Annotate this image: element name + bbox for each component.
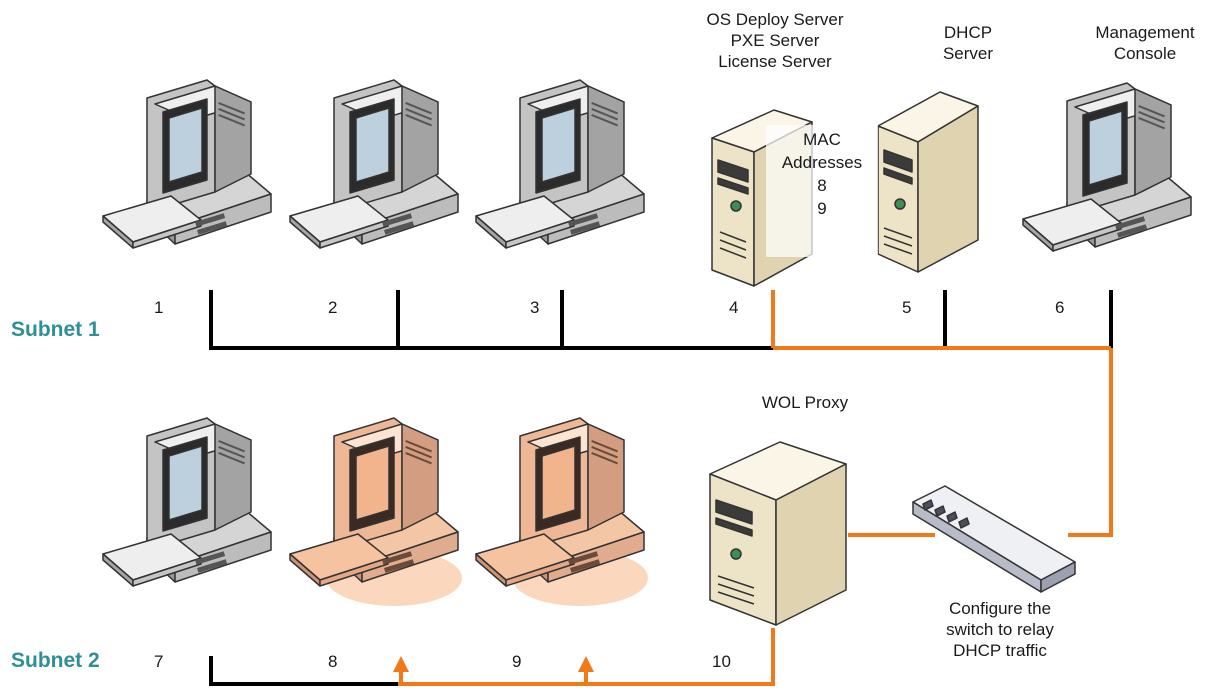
desktop-pc-icon [475, 417, 648, 606]
network-switch-icon [912, 485, 1076, 593]
mac-note-line: 9 [817, 199, 827, 218]
mac-note-line: 8 [817, 176, 827, 195]
mac-note-line: MAC [803, 130, 841, 149]
subnet2-black-wiring [209, 656, 398, 686]
os-deploy-server-label: OS Deploy Server PXE Server License Serv… [706, 10, 844, 71]
subnet-1-label: Subnet 1 [11, 318, 100, 341]
device-number: 5 [902, 298, 912, 317]
mac-addresses-note: MAC Addresses 8 9 [766, 125, 878, 257]
server-tower-icon [709, 441, 847, 626]
desktop-pc-icon [475, 79, 645, 249]
server-tower-icon [877, 91, 979, 273]
dhcp-server-label: DHCP Server [942, 23, 994, 63]
device-number: 10 [712, 652, 731, 671]
desktop-pc-icon [1022, 82, 1192, 252]
device-number: 4 [729, 298, 739, 317]
desktop-pc-icon [102, 417, 272, 587]
management-console-label: Management Console [1095, 23, 1195, 63]
device-number: 2 [328, 298, 338, 317]
subnet1-black-wiring [209, 290, 1113, 350]
desktop-pc-icon [289, 417, 462, 606]
device-number: 6 [1055, 298, 1065, 317]
device-number: 8 [328, 652, 338, 671]
switch-label: Configure the switch to relay DHCP traff… [946, 599, 1054, 660]
device-number: 7 [154, 652, 164, 671]
device-number: 3 [530, 298, 540, 317]
subnet1-orange-wiring [771, 290, 1113, 537]
device-number: 9 [512, 652, 522, 671]
desktop-pc-icon [289, 79, 459, 249]
mac-note-line: Addresses [781, 153, 863, 172]
wol-proxy-label: WOL Proxy [761, 393, 849, 412]
desktop-pc-icon [102, 79, 272, 249]
device-number: 1 [154, 298, 164, 317]
subnet-2-label: Subnet 2 [11, 649, 100, 672]
subnet2-orange-wiring [393, 628, 775, 686]
